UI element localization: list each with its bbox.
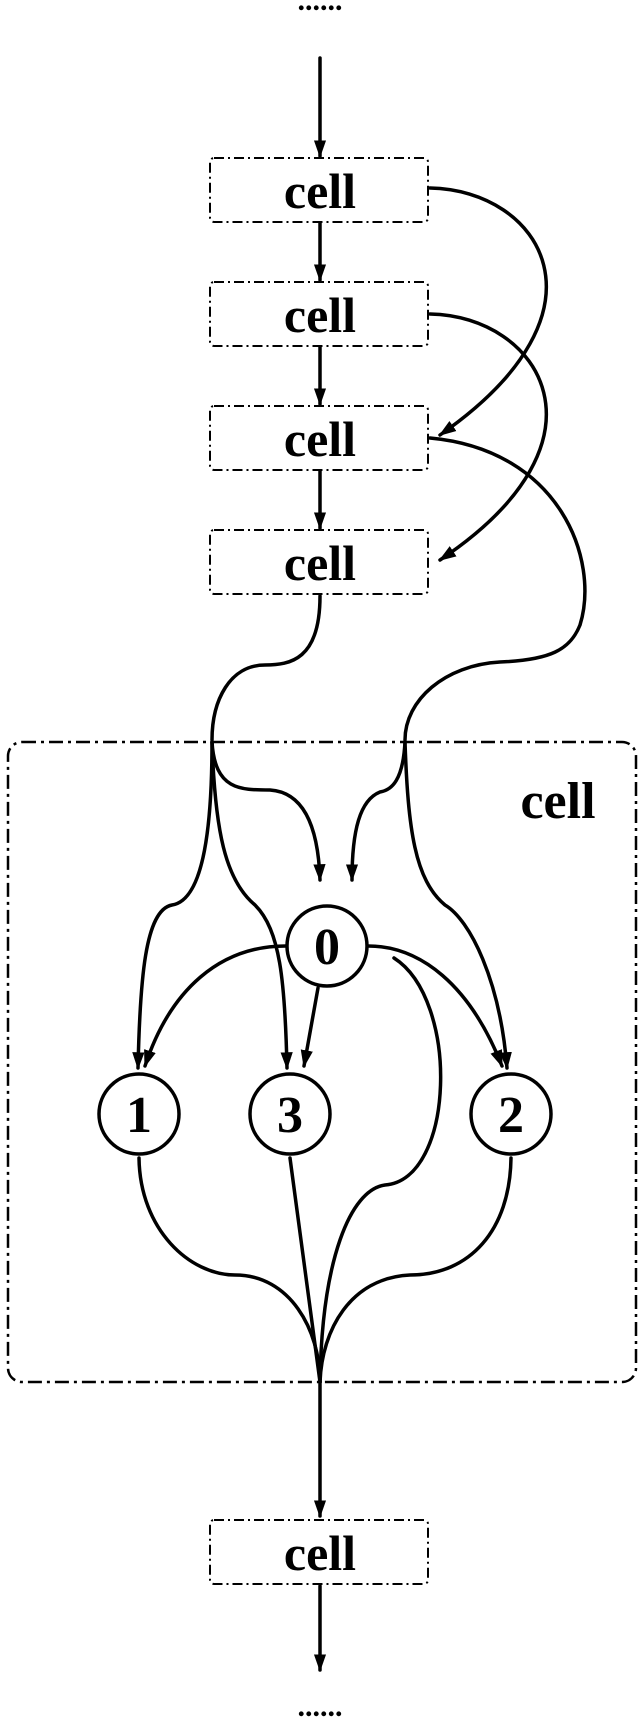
input-b-to-node-2 [403, 740, 512, 1070]
cell-1-label: cell [284, 163, 356, 219]
cell-2: cell [209, 281, 429, 347]
input-from-cell-3 [403, 436, 587, 742]
cell-3-label: cell [284, 411, 356, 467]
output-cell: cell [209, 1519, 429, 1585]
node-0-to-node-1 [143, 944, 290, 1068]
node-0: 0 [285, 904, 369, 988]
skip-cell-1-to-cell-3 [428, 186, 548, 437]
node-0-label: 0 [314, 919, 340, 976]
expanded-cell-inputs [210, 436, 587, 742]
input-a-to-node-3 [210, 740, 293, 1070]
output-cell-label: cell [284, 1525, 356, 1581]
node-1-to-output [137, 1156, 322, 1384]
expanded-cell [6, 740, 638, 1384]
node-0-to-node-2 [364, 944, 504, 1068]
input-b-to-node-0 [345, 740, 407, 882]
node-2-to-output [318, 1156, 513, 1384]
skip-cell-2-to-cell-4 [428, 312, 548, 562]
cell-4: cell [209, 529, 429, 595]
node-1-label: 1 [126, 1087, 152, 1144]
cell-4-label: cell [284, 535, 356, 591]
cell-1: cell [209, 157, 429, 223]
node-0-to-node-3 [300, 986, 320, 1068]
top-ellipsis: ...... [298, 0, 343, 17]
node-3: 3 [248, 1072, 332, 1156]
node-3-to-output [288, 1156, 322, 1384]
cell-2-label: cell [284, 287, 356, 343]
bottom-ellipsis: ...... [298, 1690, 343, 1723]
node-2: 2 [469, 1072, 553, 1156]
expanded-cell-label: cell [520, 773, 595, 830]
cell-3: cell [209, 405, 429, 471]
node-1: 1 [97, 1072, 181, 1156]
node-2-label: 2 [498, 1087, 524, 1144]
input-from-cell-4 [210, 594, 322, 742]
internal-edges [132, 740, 513, 1384]
input-a-to-node-1 [132, 740, 214, 1070]
node-3-label: 3 [277, 1087, 303, 1144]
input-a-to-node-0 [210, 740, 326, 882]
skip-edges [428, 186, 548, 562]
node-0-to-output [318, 956, 443, 1384]
